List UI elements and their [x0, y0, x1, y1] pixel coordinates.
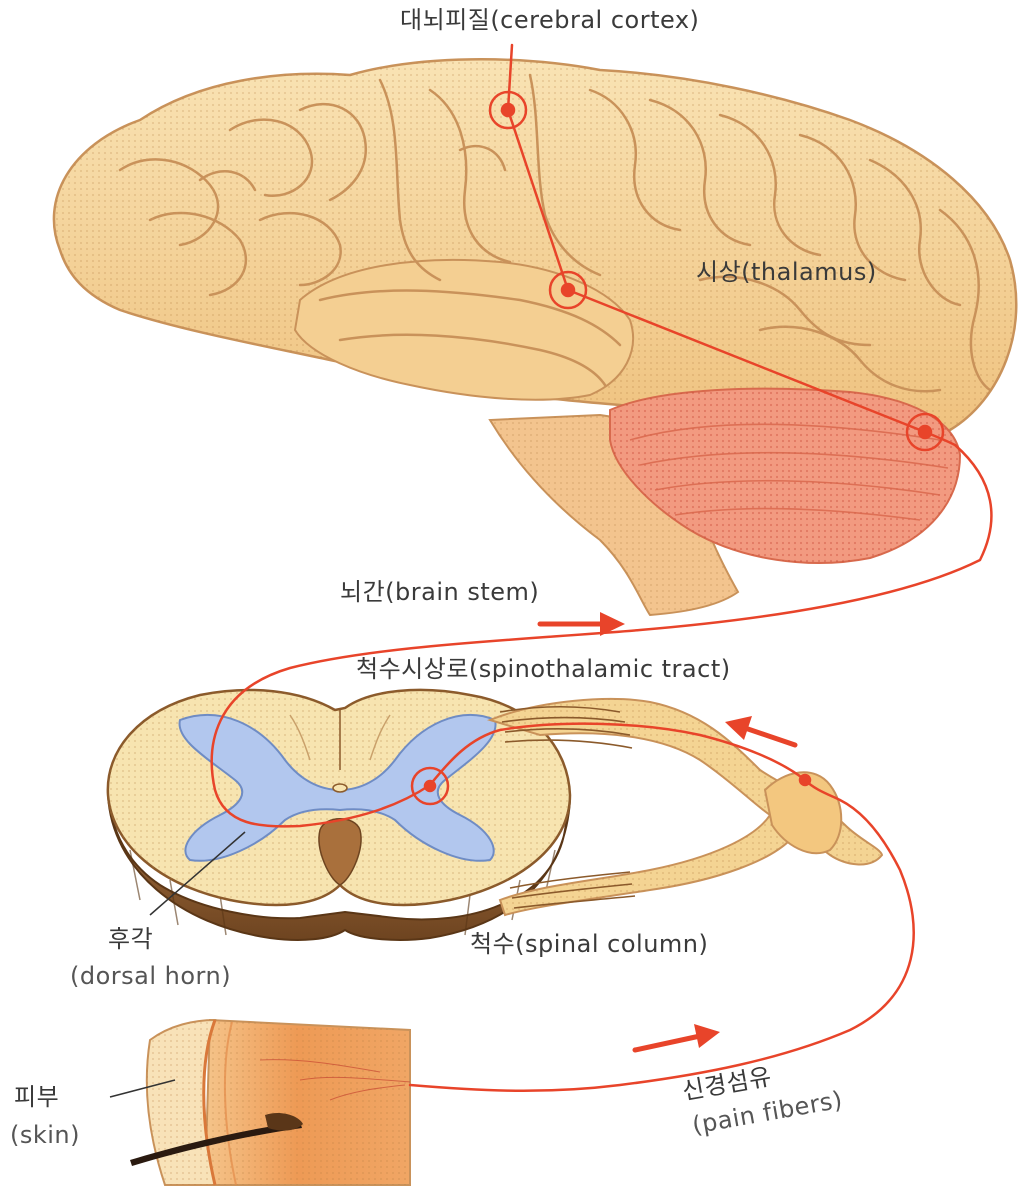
label-dorsal-horn-en: (dorsal horn)	[70, 962, 231, 991]
label-cerebral-cortex: 대뇌피질(cerebral cortex)	[400, 6, 699, 35]
label-skin-en: (skin)	[10, 1121, 80, 1150]
label-spinal-column: 척수(spinal column)	[470, 930, 708, 959]
dorsal-root-arrow	[725, 716, 795, 745]
ganglion-node	[800, 775, 810, 785]
label-skin-ko: 피부	[14, 1083, 59, 1112]
label-dorsal-horn-ko: 후각	[108, 925, 153, 954]
pain-fiber-arrow	[635, 1024, 720, 1050]
label-brain-stem: 뇌간(brain stem)	[340, 578, 539, 607]
brain	[54, 59, 1016, 615]
label-spinothalamic-tract: 척수시상로(spinothalamic tract)	[356, 655, 731, 684]
label-thalamus: 시상(thalamus)	[696, 258, 877, 287]
skin-block	[130, 1020, 410, 1185]
